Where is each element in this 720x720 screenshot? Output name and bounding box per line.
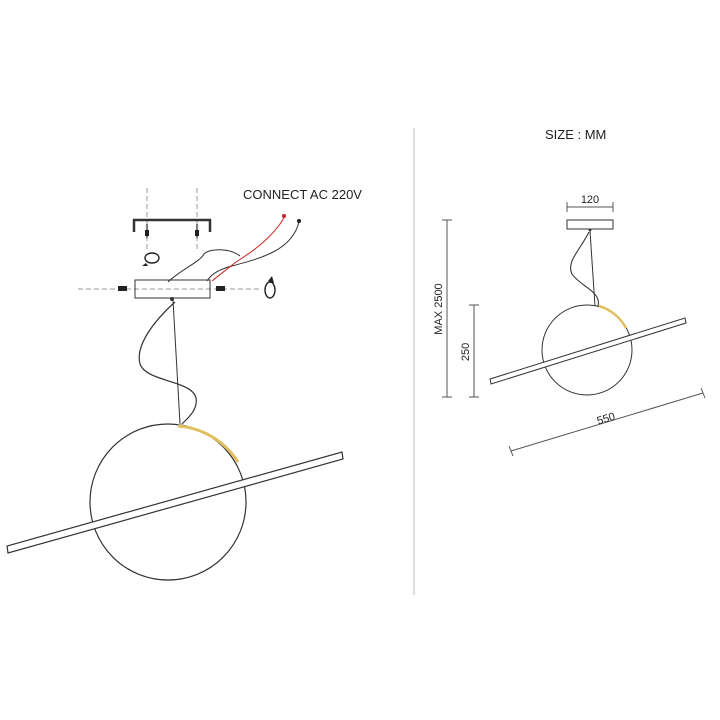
- dim-cable: [589, 230, 596, 307]
- canopy-width-label: 120: [581, 194, 599, 206]
- max-height-label: MAX 2500: [433, 283, 445, 334]
- canopy-screw-left: [118, 286, 127, 291]
- power-cord: [138, 301, 197, 425]
- size-unit-label: SIZE : MM: [545, 127, 606, 142]
- led-bar: [6, 451, 344, 554]
- installation-view: [6, 188, 344, 581]
- bar-length-label: 550: [596, 411, 617, 428]
- bracket-screw-right: [195, 224, 199, 238]
- live-wire-end: [282, 214, 286, 218]
- dim-globe: [541, 304, 633, 396]
- dim-power-cord: [570, 231, 599, 307]
- globe-height-label: 250: [460, 343, 472, 361]
- dim-canopy: [566, 219, 614, 230]
- glass-globe: [89, 423, 247, 581]
- canopy-screw-right: [216, 286, 225, 291]
- mounting-bracket: [132, 218, 212, 232]
- dim-led-bar: [489, 317, 687, 385]
- rotate-arrow-icon: [142, 252, 160, 266]
- internal-wire: [167, 249, 241, 283]
- globe-light-glow: [177, 424, 240, 463]
- neutral-wire: [206, 221, 300, 282]
- rotate-arrow-right-icon: [264, 276, 276, 299]
- dim-globe-glow: [598, 304, 628, 329]
- live-wire: [211, 217, 285, 282]
- bar-length-dim-line: [510, 392, 704, 452]
- dimensions-view: [442, 202, 706, 457]
- connect-label: CONNECT AC 220V: [243, 187, 362, 202]
- neutral-wire-end: [297, 219, 301, 223]
- bracket-screw-left: [145, 224, 149, 238]
- suspension-cable: [172, 299, 181, 425]
